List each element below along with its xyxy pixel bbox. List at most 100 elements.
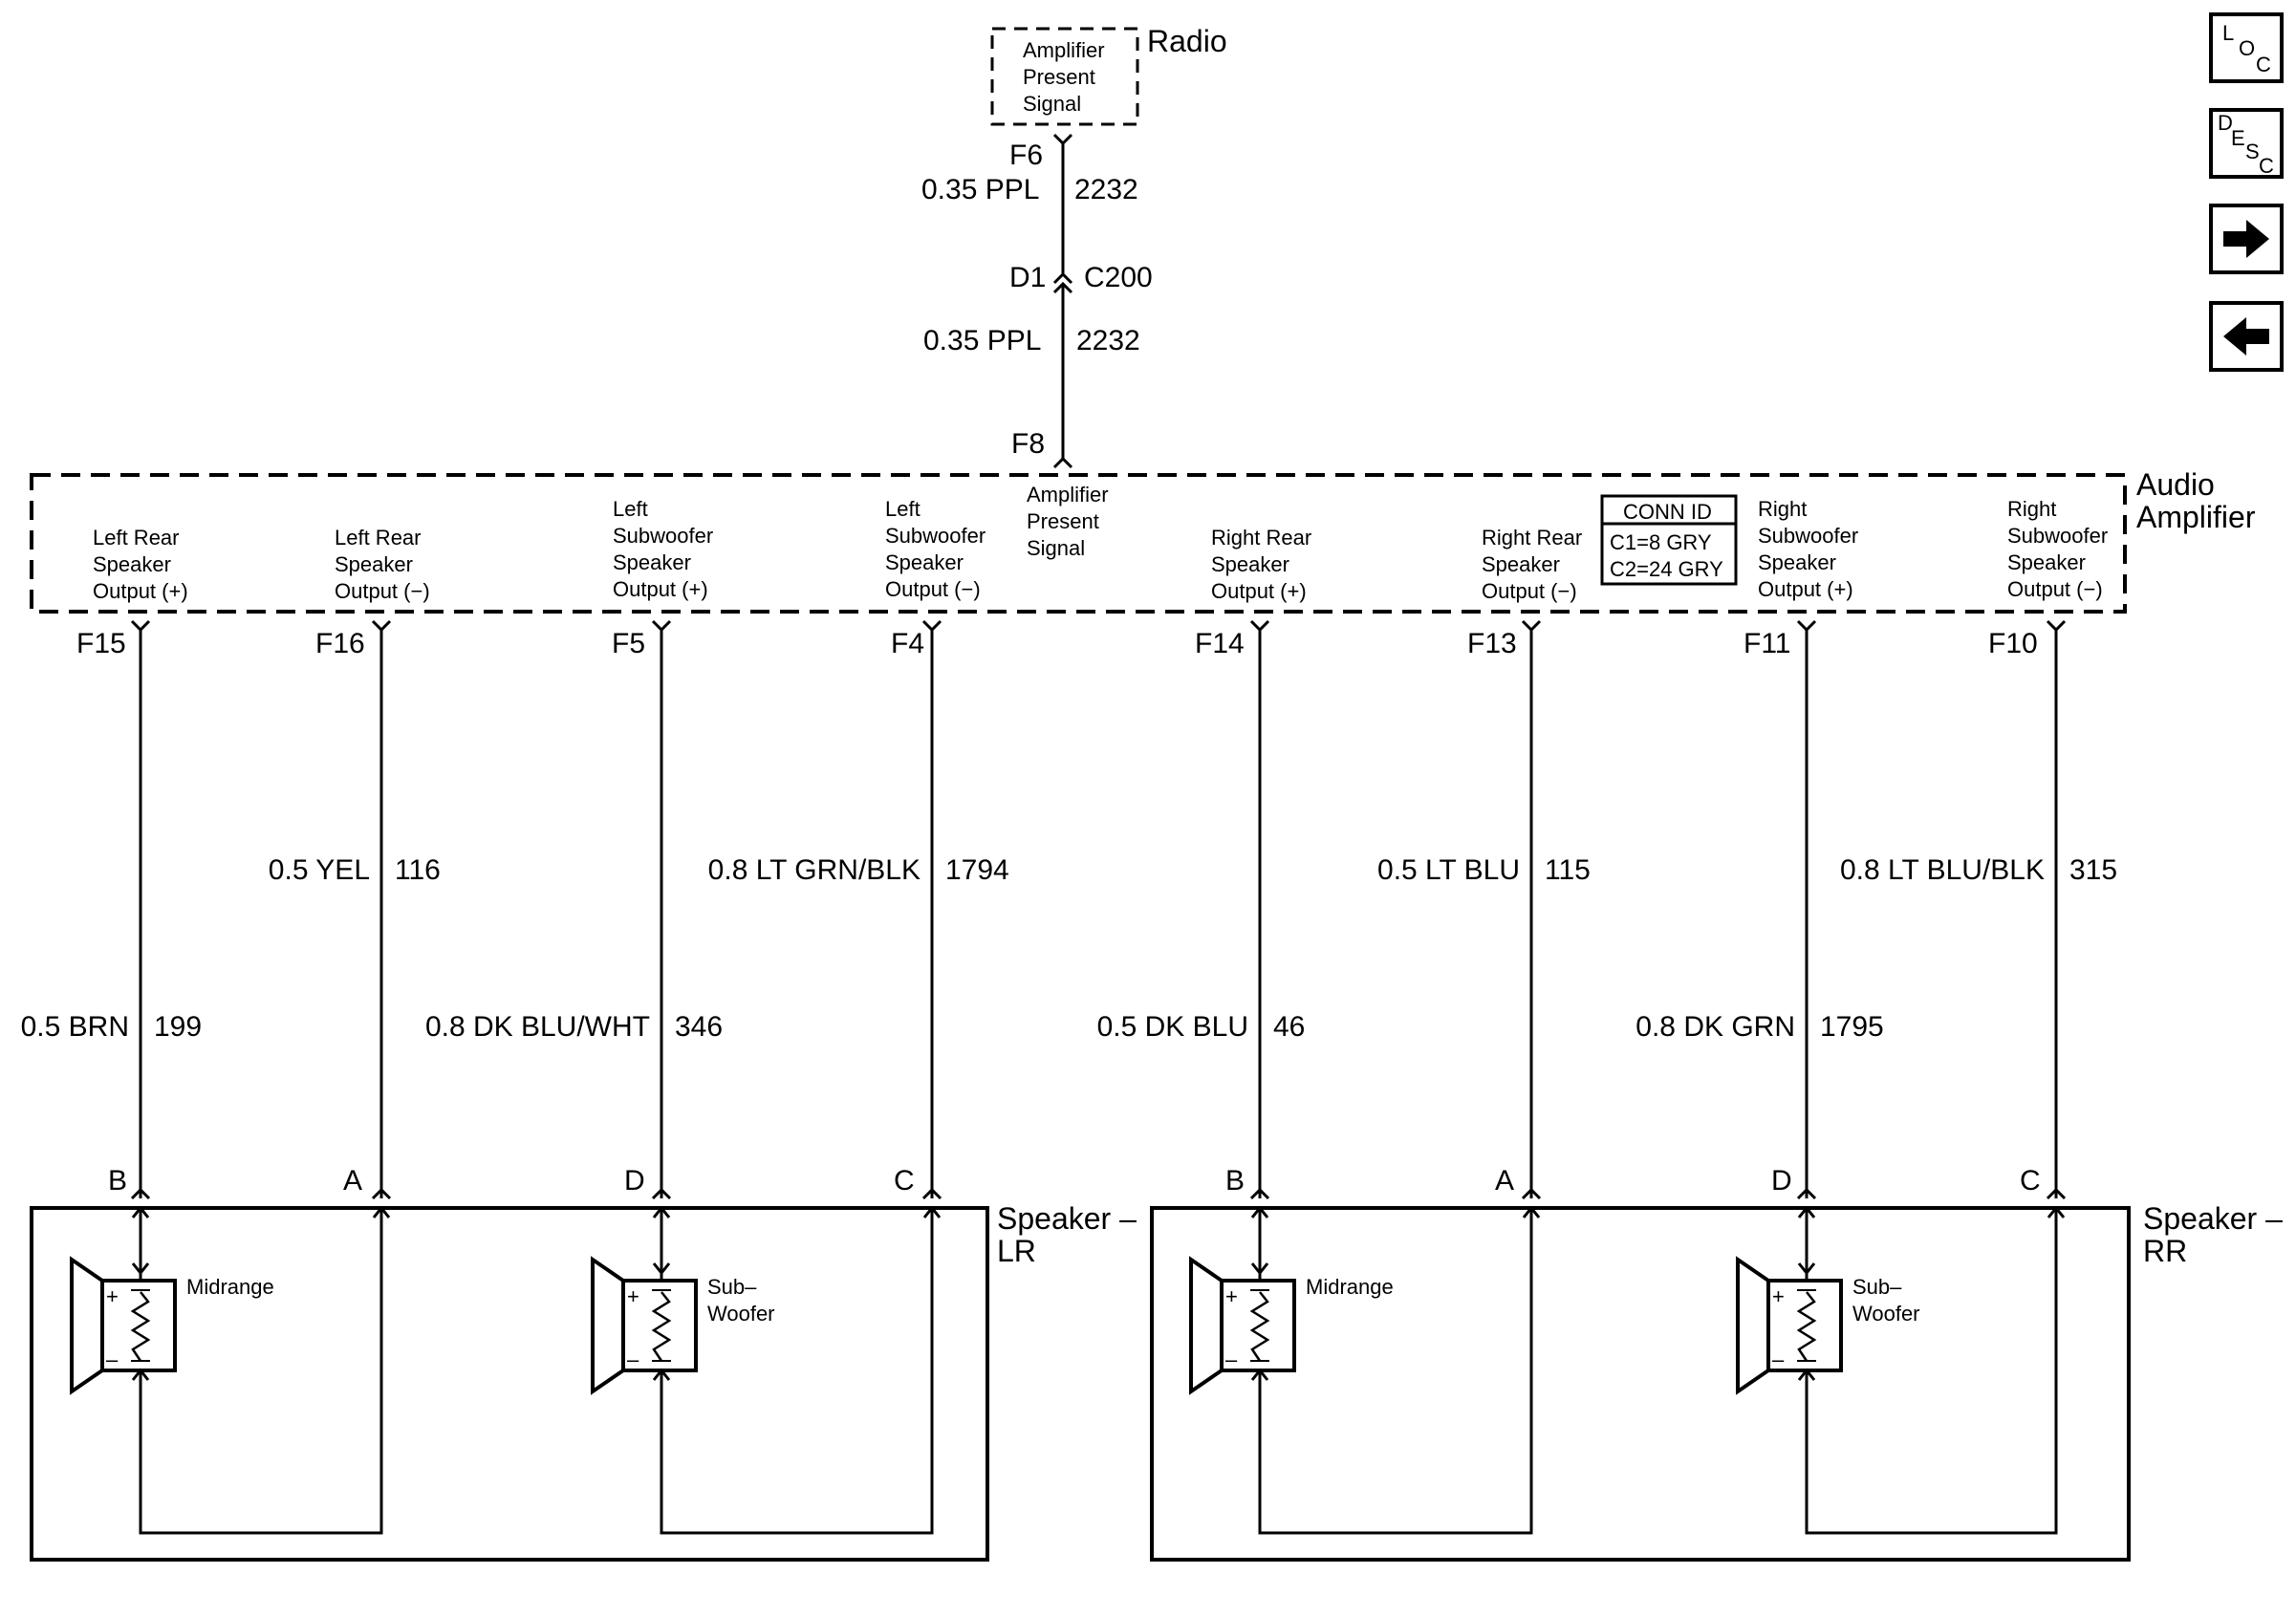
speaker-pin-marker [1796, 1187, 1817, 1200]
amp-output-label-5-line-1: Right Rear [1211, 526, 1311, 550]
amp-output-label-3-line-3: Speaker [613, 550, 691, 574]
loc-letter-o: O [2239, 36, 2255, 60]
driver-feed-arrow-lower [131, 1262, 150, 1276]
speaker-pin-marker [651, 1187, 672, 1200]
top-wire-circuit-lower: 2232 [1076, 325, 1140, 356]
amp-pin-f16: F16 [315, 628, 365, 659]
driver-feed-arrow [1250, 1205, 1269, 1218]
amp-output-label-1-line-2: Speaker [93, 552, 171, 576]
amp-output-label-5-line-3: Output (+) [1211, 579, 1307, 603]
conn-id-header: CONN ID [1623, 500, 1712, 524]
top-wire [1052, 133, 1073, 469]
wire-color-f4: 0.8 LT GRN/BLK [708, 854, 921, 886]
loc-letter-c: C [2256, 53, 2271, 76]
radio-pin-marker [1052, 133, 1073, 146]
amp-pin-marker [1521, 619, 1542, 633]
speaker-cone-icon [1736, 1256, 1770, 1395]
amp-output-label-8-line-2: Subwoofer [2007, 524, 2108, 548]
speaker-pin-marker [2046, 1187, 2067, 1200]
driver-return-line [139, 1209, 383, 1535]
speaker-driver-lr-midrange: + – Midrange [70, 1205, 391, 1535]
audio-amplifier-component: Audio Amplifier Amplifier Present Signal… [30, 467, 2256, 614]
driver-return-arrow [652, 1368, 671, 1381]
speaker-lr-title-1: Speaker – [997, 1201, 1137, 1236]
speaker-pin-marker [371, 1187, 392, 1200]
voice-coil-icon [1249, 1291, 1270, 1362]
arrow-right-icon [2223, 220, 2269, 258]
driver-label-line-1: Midrange [186, 1275, 274, 1299]
amp-output-label-2-line-3: Output (−) [335, 579, 430, 603]
amp-output-label-4-line-1: Left [885, 497, 921, 521]
speaker-pin-b: B [108, 1165, 127, 1197]
speaker-pin-marker [921, 1187, 942, 1200]
arrow-left-icon [2223, 317, 2269, 356]
speaker-lr-title-2: LR [997, 1234, 1036, 1268]
amp-pin-marker [130, 619, 151, 633]
desc-letter-e: E [2231, 126, 2245, 150]
amp-output-label-4-line-3: Speaker [885, 550, 964, 574]
speaker-pin-a: A [1495, 1165, 1514, 1197]
c200-pin-marker-upper [1052, 271, 1073, 285]
driver-label-line-1: Sub– [1852, 1275, 1902, 1299]
speaker-cone-icon [591, 1256, 625, 1395]
amp-output-label-4-line-2: Subwoofer [885, 524, 986, 548]
polarity-plus: + [1772, 1284, 1785, 1308]
pin-f6: F6 [1009, 140, 1043, 171]
speaker-pin-d: D [1771, 1165, 1792, 1197]
speaker-pin-marker [1521, 1187, 1542, 1200]
amp-pin-marker [921, 619, 942, 633]
amp-pin-f15: F15 [76, 628, 126, 659]
amp-present-signal-2: Present [1027, 509, 1099, 533]
next-button[interactable] [2209, 204, 2284, 274]
driver-return-arrow [131, 1368, 150, 1381]
amp-output-label-5-line-2: Speaker [1211, 552, 1289, 576]
amp-pin-marker [371, 619, 392, 633]
speaker-rr-title-1: Speaker – [2143, 1201, 2283, 1236]
wire-color-f16: 0.5 YEL [269, 854, 370, 886]
wire-circuit-f10: 315 [2069, 854, 2117, 886]
amp-present-signal-1: Amplifier [1027, 483, 1109, 507]
speaker-rr-title-2: RR [2143, 1234, 2187, 1268]
top-wire-circuit-upper: 2232 [1074, 174, 1138, 205]
speaker-pin-c: C [894, 1165, 915, 1197]
pin-f8: F8 [1011, 428, 1045, 460]
wire-circuit-f11: 1795 [1820, 1011, 1884, 1043]
speaker-drivers: +–Midrange+–Sub–Woofer+–Midrange+–Sub–Wo… [70, 1205, 2066, 1535]
previous-button[interactable] [2209, 301, 2284, 372]
desc-button[interactable]: D E S C [2209, 108, 2284, 179]
radio-title: Radio [1147, 24, 1227, 58]
speaker-pin-c: C [2020, 1165, 2041, 1197]
driver-return-line [660, 1209, 934, 1535]
driver-label-line-2: Woofer [707, 1302, 775, 1326]
polarity-plus: + [1225, 1284, 1238, 1308]
speaker-pin-d: D [624, 1165, 645, 1197]
voice-coil-icon [1796, 1291, 1817, 1362]
amp-output-label-6-line-1: Right Rear [1482, 526, 1582, 550]
speaker-driver-lr-subwoofer: +–Sub–Woofer [591, 1205, 942, 1535]
amp-output-label-3-line-1: Left [613, 497, 648, 521]
amp-pin-marker [1249, 619, 1270, 633]
amp-present-signal-3: Signal [1027, 536, 1085, 560]
wire-circuit-f15: 199 [154, 1011, 202, 1043]
speaker-lr-component: Speaker – LR [30, 1201, 1137, 1562]
amp-output-label-7-line-2: Subwoofer [1758, 524, 1858, 548]
wire-color-f15: 0.5 BRN [21, 1011, 129, 1043]
amp-pin-marker [2046, 619, 2067, 633]
wire-color-f5: 0.8 DK BLU/WHT [425, 1011, 650, 1043]
polarity-plus: + [106, 1284, 119, 1308]
speaker-driver-rr-midrange: +–Midrange [1189, 1205, 1541, 1535]
amp-output-label-2-line-2: Speaker [335, 552, 413, 576]
amp-output-label-7-line-4: Output (+) [1758, 577, 1853, 601]
amp-pin-marker [651, 619, 672, 633]
loc-button[interactable]: L O C [2209, 12, 2284, 83]
conn-id-line-2: C2=24 GRY [1610, 557, 1723, 581]
polarity-minus: – [106, 1348, 119, 1371]
loc-letter-l: L [2222, 21, 2234, 45]
amp-output-label-8-line-3: Speaker [2007, 550, 2086, 574]
driver-label-line-2: Woofer [1852, 1302, 1920, 1326]
